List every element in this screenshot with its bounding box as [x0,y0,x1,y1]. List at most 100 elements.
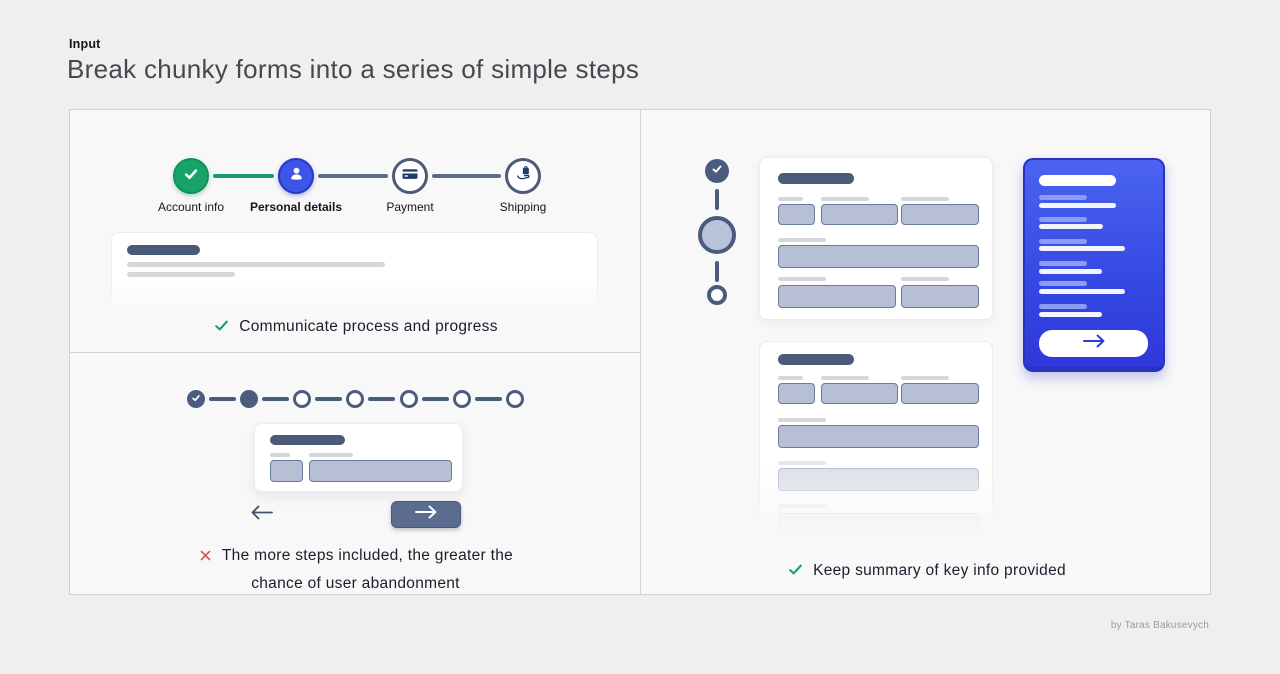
skeleton-label [778,461,826,465]
summary-value-skeleton [1039,203,1116,208]
summary-label-skeleton [1039,239,1087,244]
skeleton-title [127,245,200,255]
skeleton-input[interactable] [821,204,898,225]
skeleton-input[interactable] [270,460,303,482]
skeleton-label [778,238,826,242]
arrow-right-icon [1082,334,1105,353]
vstep-done[interactable] [705,159,729,183]
skeleton-input[interactable] [901,383,979,404]
summary-label-skeleton [1039,304,1087,309]
vstep-todo[interactable] [707,285,727,305]
skeleton-title [778,173,854,184]
next-button[interactable] [391,501,461,528]
skeleton-label [778,504,826,508]
summary-value-skeleton [1039,246,1125,251]
back-button[interactable] [242,501,282,529]
step-shipping[interactable] [505,158,541,194]
dot-step-todo[interactable] [293,390,311,408]
page-title: Break chunky forms into a series of simp… [67,54,640,84]
summary-label-skeleton [1039,195,1087,200]
vstep-connector [715,261,719,282]
skeleton-input[interactable] [778,285,896,308]
step-label: Shipping [499,200,547,214]
check-icon [213,317,230,339]
skeleton-label [821,376,869,380]
dot-step-todo[interactable] [506,390,524,408]
dot-step-done[interactable] [187,390,205,408]
step-account-info[interactable] [173,158,209,194]
author-credit: by Taras Bakusevych [1110,620,1209,631]
dot-step-current[interactable] [240,390,258,408]
vstep-current[interactable] [698,216,736,254]
skeleton-input[interactable] [901,204,979,225]
summary-card [1023,158,1165,372]
skeleton-label [901,376,949,380]
step-label: Payment [386,200,434,214]
shipping-hand-icon [514,164,533,188]
check-icon [191,390,201,408]
dot-step-todo[interactable] [346,390,364,408]
skeleton-input[interactable] [778,513,979,536]
skeleton-input[interactable] [821,383,898,404]
good-example-section: Account info Personal details Payment Sh… [70,110,641,353]
stepper-connector [318,174,388,178]
dot-step-todo[interactable] [400,390,418,408]
step-personal-details[interactable] [278,158,314,194]
skeleton-input[interactable] [901,285,979,308]
check-icon [711,162,723,180]
vstep-connector [715,189,719,210]
summary-label-skeleton [1039,281,1087,286]
skeleton-label [778,418,826,422]
skeleton-label [901,197,949,201]
summary-example-section: Keep summary of key info provided [641,110,1212,596]
panel-divider-horizontal [70,352,641,353]
bad-caption: The more steps included, the greater the… [70,543,641,596]
check-icon [182,165,200,188]
summary-title-skeleton [1039,175,1116,186]
arrow-left-icon [251,505,273,525]
caption-text: The more steps included, the greater the [221,547,514,564]
skeleton-input[interactable] [309,460,452,482]
step-label: Personal details [249,200,343,214]
user-icon [288,165,305,187]
skeleton-title [778,354,854,365]
skeleton-input[interactable] [778,425,979,448]
skeleton-input[interactable] [778,468,979,491]
skeleton-label [778,277,826,281]
mini-form-card [254,423,463,492]
dot-connector [368,397,395,401]
summary-label-skeleton [1039,217,1087,222]
skeleton-input[interactable] [778,383,815,404]
summary-value-skeleton [1039,269,1102,274]
step-payment[interactable] [392,158,428,194]
caption-text: Keep summary of key info provided [813,562,1066,579]
dot-connector [209,397,236,401]
skeleton-input[interactable] [778,245,979,268]
dot-connector [475,397,502,401]
skeleton-label [270,453,290,457]
check-icon [787,561,804,583]
summary-next-button[interactable] [1039,330,1148,357]
skeleton-input[interactable] [778,204,815,225]
caption-text: Communicate process and progress [239,318,498,335]
skeleton-label [901,277,949,281]
skeleton-line [127,262,385,267]
good-caption: Communicate process and progress [70,317,641,339]
summary-label-skeleton [1039,261,1087,266]
summary-caption: Keep summary of key info provided [641,561,1212,583]
bad-example-section: The more steps included, the greater the… [70,353,641,596]
form-skeleton-card-faded [759,341,993,538]
example-panel: Account info Personal details Payment Sh… [69,109,1211,595]
section-eyebrow: Input [69,37,101,51]
credit-card-icon [400,164,420,189]
summary-value-skeleton [1039,289,1125,294]
form-skeleton-card [759,157,993,320]
dot-connector [422,397,449,401]
skeleton-line [127,272,235,277]
dot-step-todo[interactable] [453,390,471,408]
step-label: Account info [157,200,225,214]
skeleton-label [821,197,869,201]
summary-value-skeleton [1039,224,1103,229]
dot-connector [262,397,289,401]
summary-value-skeleton [1039,312,1102,317]
